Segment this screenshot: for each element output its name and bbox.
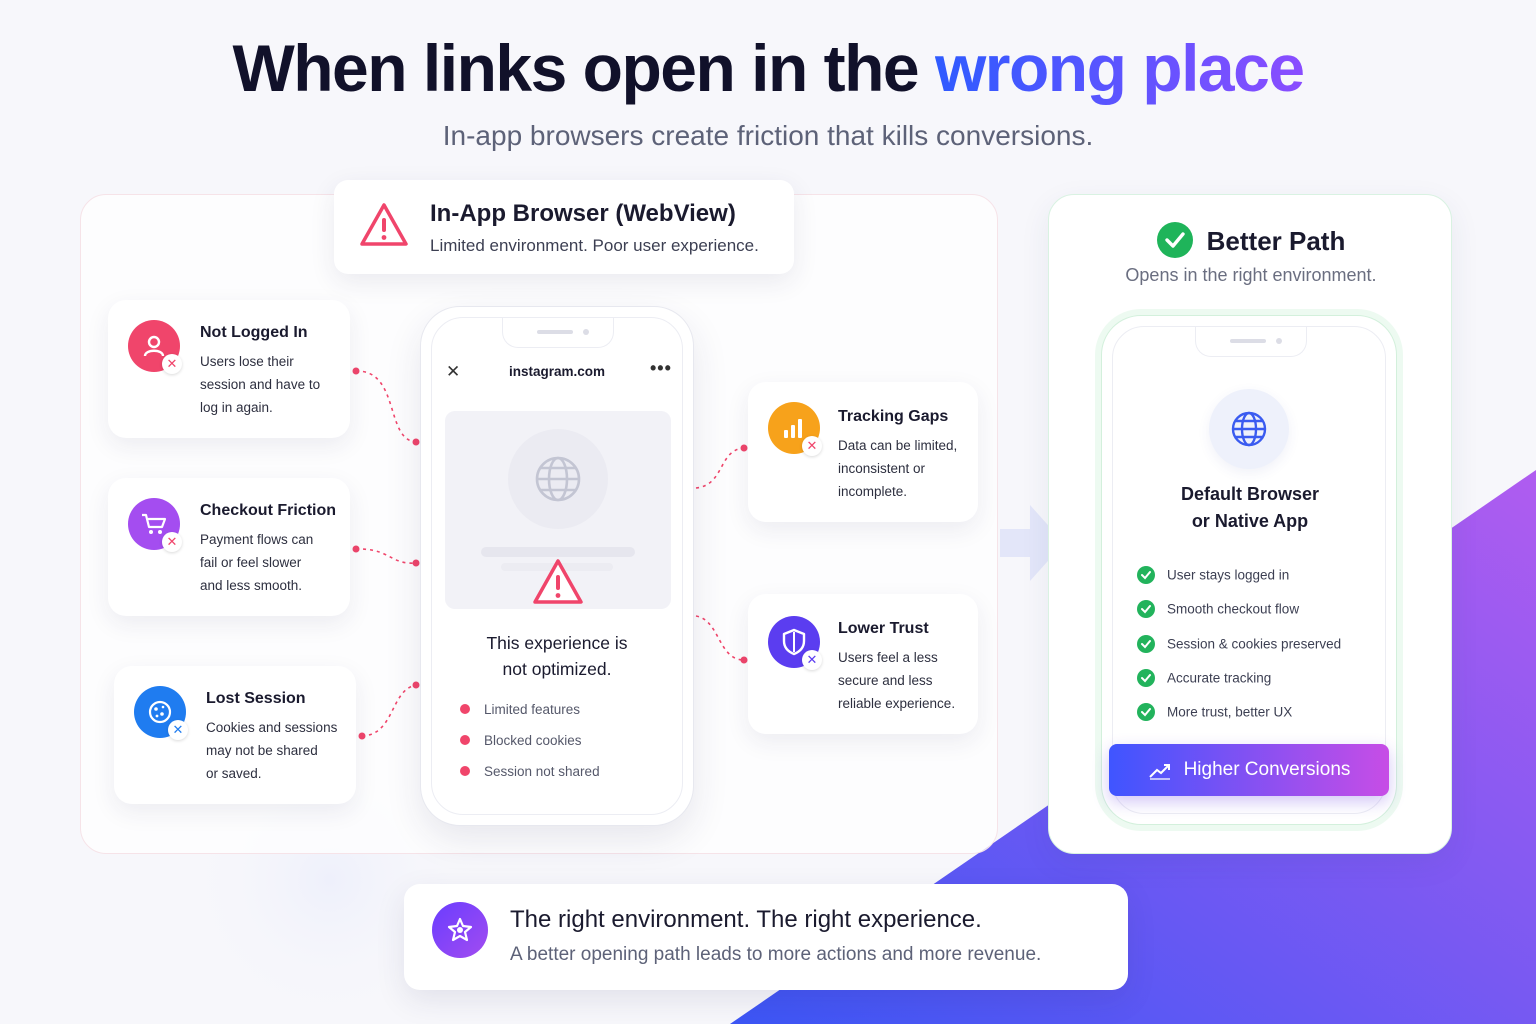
title-highlight: wrong place	[934, 31, 1305, 105]
issue-title: Lost Session	[206, 690, 306, 707]
in-app-subtitle: Limited environment. Poor user experienc…	[430, 236, 759, 255]
issue-title: Tracking Gaps	[838, 408, 949, 425]
error-badge-icon: ✕	[802, 436, 822, 456]
benefit-item: Smooth checkout flow	[1137, 600, 1299, 619]
better-path-title: Better Path	[1049, 222, 1453, 261]
in-app-header-card: In-App Browser (WebView) Limited environ…	[334, 180, 794, 274]
benefit-item: More trust, better UX	[1137, 703, 1292, 722]
better-path-subtitle: Opens in the right environment.	[1125, 265, 1377, 285]
better-path-panel: Better Path Opens in the right environme…	[1048, 194, 1452, 854]
higher-conversions-button[interactable]: Higher Conversions	[1109, 744, 1389, 796]
url-bar[interactable]: instagram.com	[508, 364, 606, 379]
error-badge-icon: ✕	[162, 532, 182, 552]
benefit-item: Accurate tracking	[1137, 669, 1271, 688]
phone-notch	[1195, 327, 1307, 357]
limitation-item: Blocked cookies	[460, 733, 582, 748]
error-badge-icon: ✕	[162, 354, 182, 374]
error-badge-icon: ✕	[802, 650, 822, 670]
issue-card-tracking-gaps: ✕ Tracking Gaps Data can be limited,inco…	[748, 382, 978, 522]
arrow-right-icon	[1000, 505, 1064, 581]
page-subtitle: In-app browsers create friction that kil…	[442, 120, 1094, 151]
error-badge-icon: ✕	[168, 720, 188, 740]
issue-title: Not Logged In	[200, 324, 308, 341]
footer-card: The right environment. The right experie…	[404, 884, 1128, 990]
footer-subtitle: A better opening path leads to more acti…	[510, 944, 1042, 965]
limitation-item: Session not shared	[460, 764, 600, 779]
issue-title: Checkout Friction	[200, 502, 337, 519]
globe-icon	[508, 429, 608, 529]
close-icon[interactable]: ✕	[446, 362, 461, 381]
content-placeholder	[445, 411, 671, 609]
trending-up-icon	[1148, 764, 1170, 780]
warning-icon	[533, 559, 583, 604]
benefit-item: User stays logged in	[1137, 566, 1289, 585]
star-badge-icon	[432, 902, 488, 958]
footer-title: The right environment. The right experie…	[510, 906, 982, 933]
benefit-item: Session & cookies preserved	[1137, 635, 1341, 654]
issue-title: Lower Trust	[838, 620, 929, 637]
page-title: When links open in the wrong place	[232, 31, 1305, 105]
globe-icon	[1209, 389, 1289, 469]
in-app-title: In-App Browser (WebView)	[430, 200, 736, 227]
check-circle-icon	[1156, 222, 1193, 258]
warning-icon	[360, 203, 408, 246]
limitation-item: Limited features	[460, 702, 580, 717]
more-options-icon[interactable]: •••	[650, 358, 672, 378]
phone-notch	[502, 318, 614, 348]
